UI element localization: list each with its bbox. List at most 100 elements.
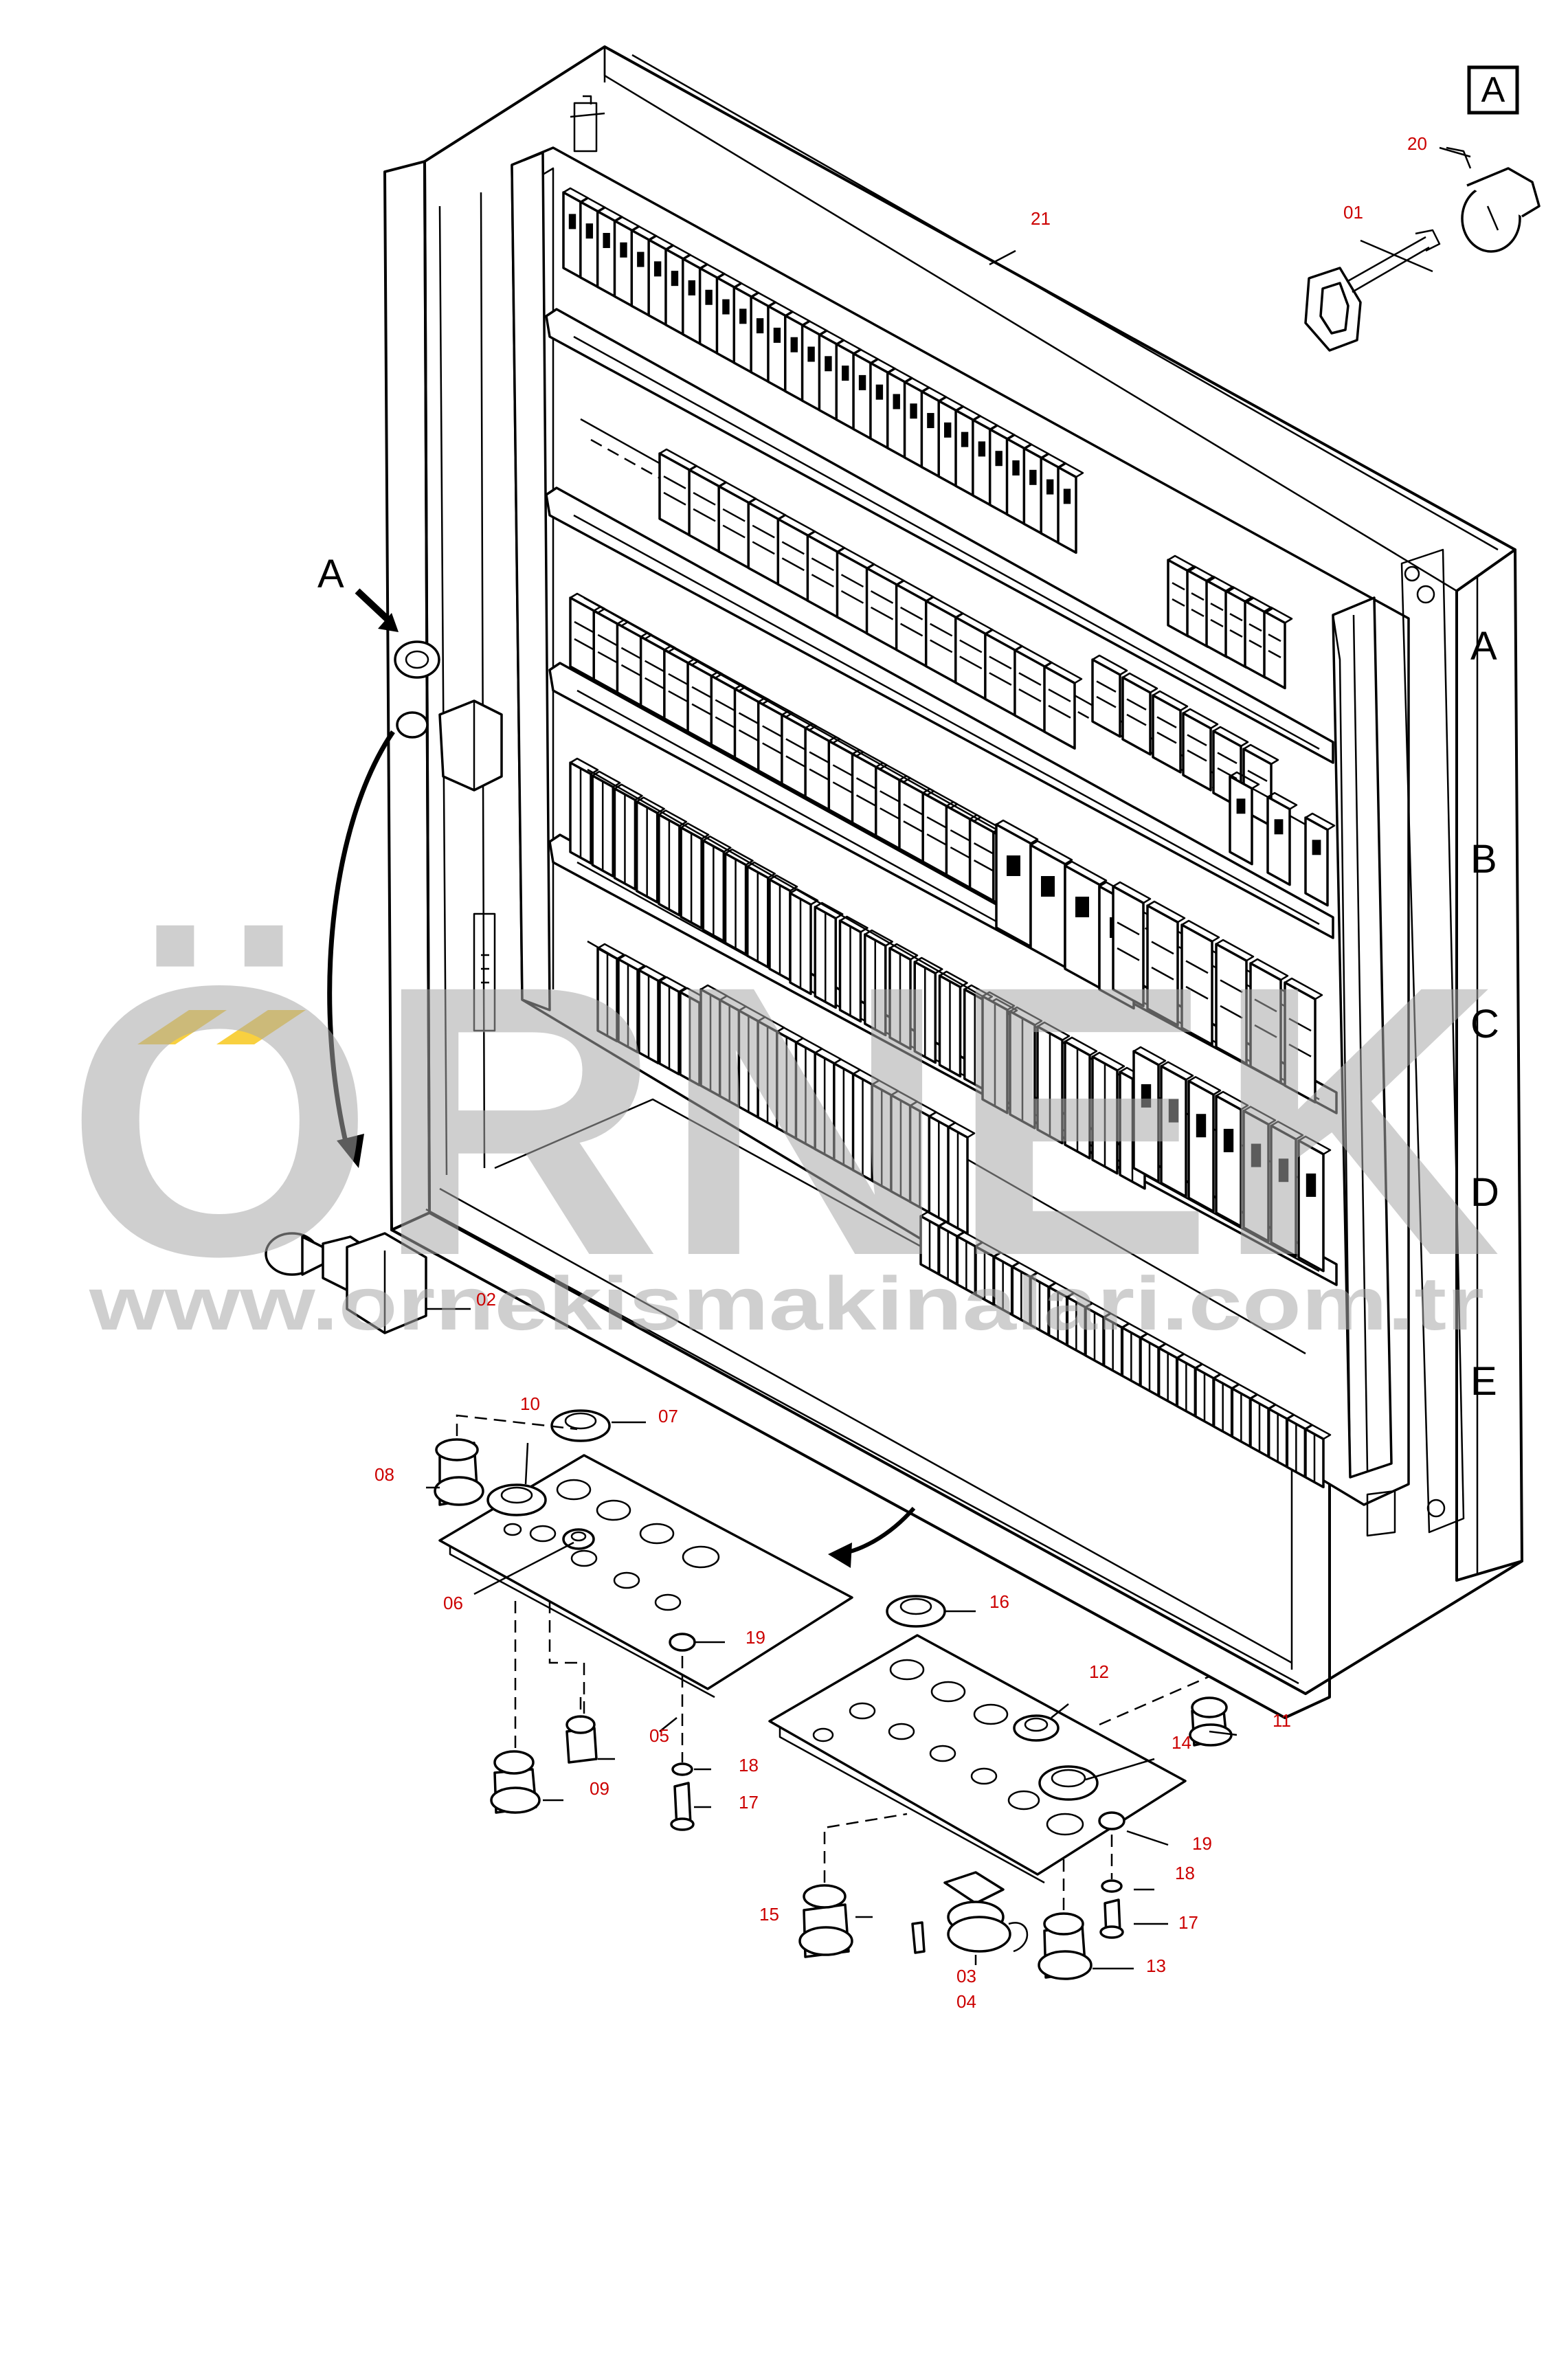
detail-box-label: A bbox=[1481, 70, 1505, 110]
din-module bbox=[1160, 1064, 1187, 1198]
row-label-e: E bbox=[1470, 1359, 1497, 1404]
view-marker-label: A bbox=[317, 552, 344, 596]
din-module bbox=[886, 371, 907, 460]
din-module bbox=[732, 286, 754, 374]
din-module bbox=[1057, 466, 1077, 554]
din-module bbox=[1132, 1050, 1160, 1183]
watermark: ÖRNEK www.ornekismakinalari.com.tr bbox=[65, 906, 1501, 1346]
din-module bbox=[784, 314, 805, 403]
row-label-c: C bbox=[1470, 1002, 1499, 1046]
callout-08: 08 bbox=[374, 1464, 394, 1485]
din-module bbox=[852, 352, 873, 440]
din-module bbox=[1167, 559, 1190, 638]
din-module bbox=[630, 229, 651, 317]
component-row-5 bbox=[596, 943, 1332, 1489]
din-module bbox=[1242, 1109, 1270, 1243]
watermark-accent-right bbox=[216, 1010, 306, 1044]
callout-16: 16 bbox=[989, 1591, 1009, 1612]
callout-15: 15 bbox=[759, 1904, 779, 1925]
callout-02: 02 bbox=[476, 1289, 496, 1310]
din-module bbox=[903, 381, 924, 469]
din-module bbox=[596, 210, 617, 298]
callout-09: 09 bbox=[590, 1778, 609, 1799]
din-module bbox=[1187, 1079, 1215, 1213]
row-label-b: B bbox=[1470, 837, 1497, 882]
din-module bbox=[1244, 600, 1267, 680]
din-module bbox=[1121, 676, 1152, 756]
din-module bbox=[1205, 579, 1229, 659]
din-module bbox=[835, 342, 855, 431]
din-module bbox=[1040, 456, 1060, 545]
watermark-url: www.ornekismakinalari.com.tr bbox=[89, 1262, 1484, 1346]
din-module bbox=[1263, 610, 1286, 690]
callouts: 01 02 03 04 05 06 07 08 09 10 11 12 13 1… bbox=[374, 133, 1471, 2012]
din-module bbox=[920, 390, 941, 478]
din-module bbox=[613, 219, 634, 308]
callout-03: 03 bbox=[956, 1966, 976, 1986]
watermark-brand: ÖRNEK bbox=[65, 906, 1501, 1336]
view-marker-a: A bbox=[317, 552, 399, 632]
din-module bbox=[1229, 775, 1253, 866]
din-module bbox=[664, 248, 685, 336]
din-module bbox=[1112, 885, 1145, 1007]
gland-plate-right bbox=[768, 1595, 1233, 1980]
din-module bbox=[1005, 437, 1027, 526]
callout-17-left: 17 bbox=[739, 1792, 759, 1813]
callout-06: 06 bbox=[443, 1593, 463, 1613]
din-module bbox=[1270, 1124, 1297, 1257]
callout-18-right: 18 bbox=[1175, 1863, 1195, 1883]
callout-13: 13 bbox=[1146, 1955, 1166, 1976]
din-module bbox=[715, 276, 737, 365]
row-label-d: D bbox=[1470, 1170, 1499, 1215]
din-module bbox=[562, 191, 583, 280]
din-module bbox=[1266, 796, 1291, 886]
watermark-accent-left bbox=[137, 1010, 227, 1044]
callout-04: 04 bbox=[956, 1991, 976, 2012]
callout-01: 01 bbox=[1343, 202, 1363, 223]
din-module bbox=[988, 428, 1009, 516]
plate-arrow bbox=[828, 1507, 916, 1568]
component-row-3 bbox=[1091, 654, 1336, 907]
component-row-1 bbox=[562, 187, 1293, 690]
din-module bbox=[1304, 816, 1329, 907]
din-module bbox=[937, 399, 958, 488]
callout-11: 11 bbox=[1273, 1710, 1291, 1731]
din-module bbox=[1146, 904, 1179, 1027]
din-module bbox=[1182, 712, 1212, 792]
din-module bbox=[1215, 1095, 1242, 1228]
callout-17-right: 17 bbox=[1178, 1912, 1198, 1933]
gland-plate-left bbox=[434, 1409, 853, 1831]
din-module bbox=[800, 324, 822, 412]
row-labels: A B C D E bbox=[1470, 624, 1499, 1404]
row-label-a: A bbox=[1470, 624, 1497, 669]
cabinet-body bbox=[383, 45, 1523, 1719]
curved-arrow bbox=[327, 730, 395, 1168]
callout-18-left: 18 bbox=[739, 1755, 759, 1775]
din-module bbox=[1043, 665, 1076, 750]
callout-10: 10 bbox=[520, 1393, 540, 1414]
din-module bbox=[1186, 569, 1209, 649]
component-row-2 bbox=[569, 448, 1083, 930]
callout-07: 07 bbox=[658, 1406, 678, 1426]
din-module bbox=[1249, 962, 1282, 1084]
din-module bbox=[1284, 981, 1317, 1103]
callout-05: 05 bbox=[649, 1725, 669, 1746]
callout-12: 12 bbox=[1089, 1661, 1109, 1682]
din-module bbox=[1022, 447, 1044, 535]
door-lock bbox=[394, 640, 503, 792]
callout-19-right: 19 bbox=[1192, 1833, 1212, 1854]
din-module bbox=[767, 304, 787, 393]
din-module bbox=[1224, 590, 1248, 669]
din-module bbox=[579, 201, 600, 289]
din-module bbox=[1215, 943, 1248, 1065]
din-module bbox=[1297, 1139, 1325, 1273]
callout-19-left: 19 bbox=[746, 1627, 765, 1648]
din-module bbox=[698, 267, 719, 355]
din-module bbox=[954, 409, 975, 497]
din-module bbox=[818, 333, 839, 421]
detail-a: A bbox=[1304, 65, 1541, 352]
din-module bbox=[869, 361, 890, 450]
callout-20: 20 bbox=[1407, 133, 1427, 154]
din-module bbox=[1091, 658, 1121, 738]
